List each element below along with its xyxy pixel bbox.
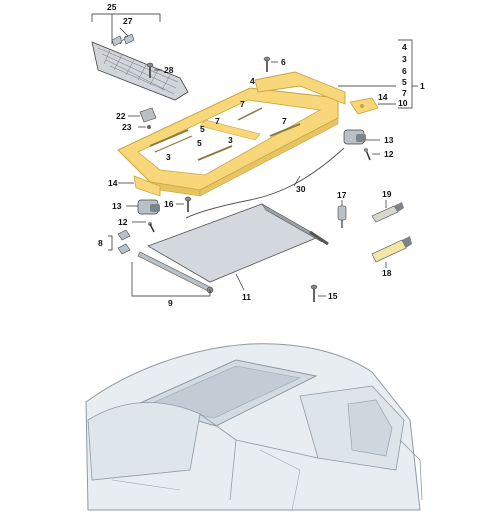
callout-8: 8 bbox=[98, 238, 103, 248]
screw-28 bbox=[146, 62, 154, 78]
motor-13-right bbox=[343, 129, 366, 145]
callout-bracket-9 bbox=[131, 262, 211, 297]
callout-13a: 13 bbox=[384, 135, 394, 145]
screw-6 bbox=[263, 56, 271, 72]
screw-12-right bbox=[364, 148, 371, 161]
callout-6: 6 bbox=[281, 57, 286, 67]
tube-19 bbox=[371, 202, 404, 223]
callout-18: 18 bbox=[382, 268, 392, 278]
callout-7b: 7 bbox=[215, 116, 220, 126]
bracket-14-left bbox=[133, 175, 161, 197]
callout-12b: 12 bbox=[118, 217, 128, 227]
callout-16: 16 bbox=[164, 199, 174, 209]
drain-hose-30 bbox=[185, 147, 345, 219]
tube-18 bbox=[371, 236, 412, 263]
callout-12a: 12 bbox=[384, 149, 394, 159]
callout-19: 19 bbox=[382, 189, 392, 199]
callout-3b: 3 bbox=[166, 152, 171, 162]
callout-25: 25 bbox=[107, 2, 117, 12]
callout-14a: 14 bbox=[378, 92, 388, 102]
callout-r6: 6 bbox=[402, 66, 407, 76]
callout-5a: 5 bbox=[200, 124, 205, 134]
callout-r5: 5 bbox=[402, 77, 407, 87]
callout-23: 23 bbox=[122, 122, 132, 132]
callout-22: 22 bbox=[116, 111, 126, 121]
bracket-14-right bbox=[349, 97, 379, 115]
callout-4: 4 bbox=[250, 76, 255, 86]
callout-5b: 5 bbox=[197, 138, 202, 148]
callout-r10: 10 bbox=[398, 98, 408, 108]
screw-12-left bbox=[148, 222, 155, 233]
callout-r1: 1 bbox=[420, 81, 425, 91]
callout-7c: 7 bbox=[282, 116, 287, 126]
callout-3a: 3 bbox=[228, 135, 233, 145]
screw-16 bbox=[184, 196, 192, 212]
bracket-22 bbox=[139, 107, 157, 123]
sunshade-11 bbox=[147, 203, 329, 283]
screw-15 bbox=[310, 284, 318, 302]
car-body-illustration bbox=[85, 343, 423, 511]
callout-27: 27 bbox=[123, 16, 133, 26]
clip-17 bbox=[337, 205, 347, 228]
fastener-8 bbox=[117, 229, 131, 255]
callout-28: 28 bbox=[164, 65, 174, 75]
callout-30: 30 bbox=[296, 184, 306, 194]
callout-bracket-right bbox=[398, 39, 413, 109]
motor-13-left bbox=[137, 199, 160, 215]
callout-r4: 4 bbox=[402, 42, 407, 52]
callout-14b: 14 bbox=[108, 178, 118, 188]
callout-15: 15 bbox=[328, 291, 338, 301]
wind-deflector-mesh bbox=[91, 41, 189, 101]
callout-r7: 7 bbox=[402, 88, 407, 98]
callout-r3: 3 bbox=[402, 54, 407, 64]
callout-7a: 7 bbox=[240, 99, 245, 109]
callout-13b: 13 bbox=[112, 201, 122, 211]
callout-11: 11 bbox=[242, 292, 251, 302]
callout-17: 17 bbox=[337, 190, 347, 200]
callout-bracket-25 bbox=[91, 13, 161, 22]
clip-27 bbox=[111, 33, 135, 47]
guide-rails bbox=[149, 107, 301, 161]
callout-9: 9 bbox=[168, 298, 173, 308]
